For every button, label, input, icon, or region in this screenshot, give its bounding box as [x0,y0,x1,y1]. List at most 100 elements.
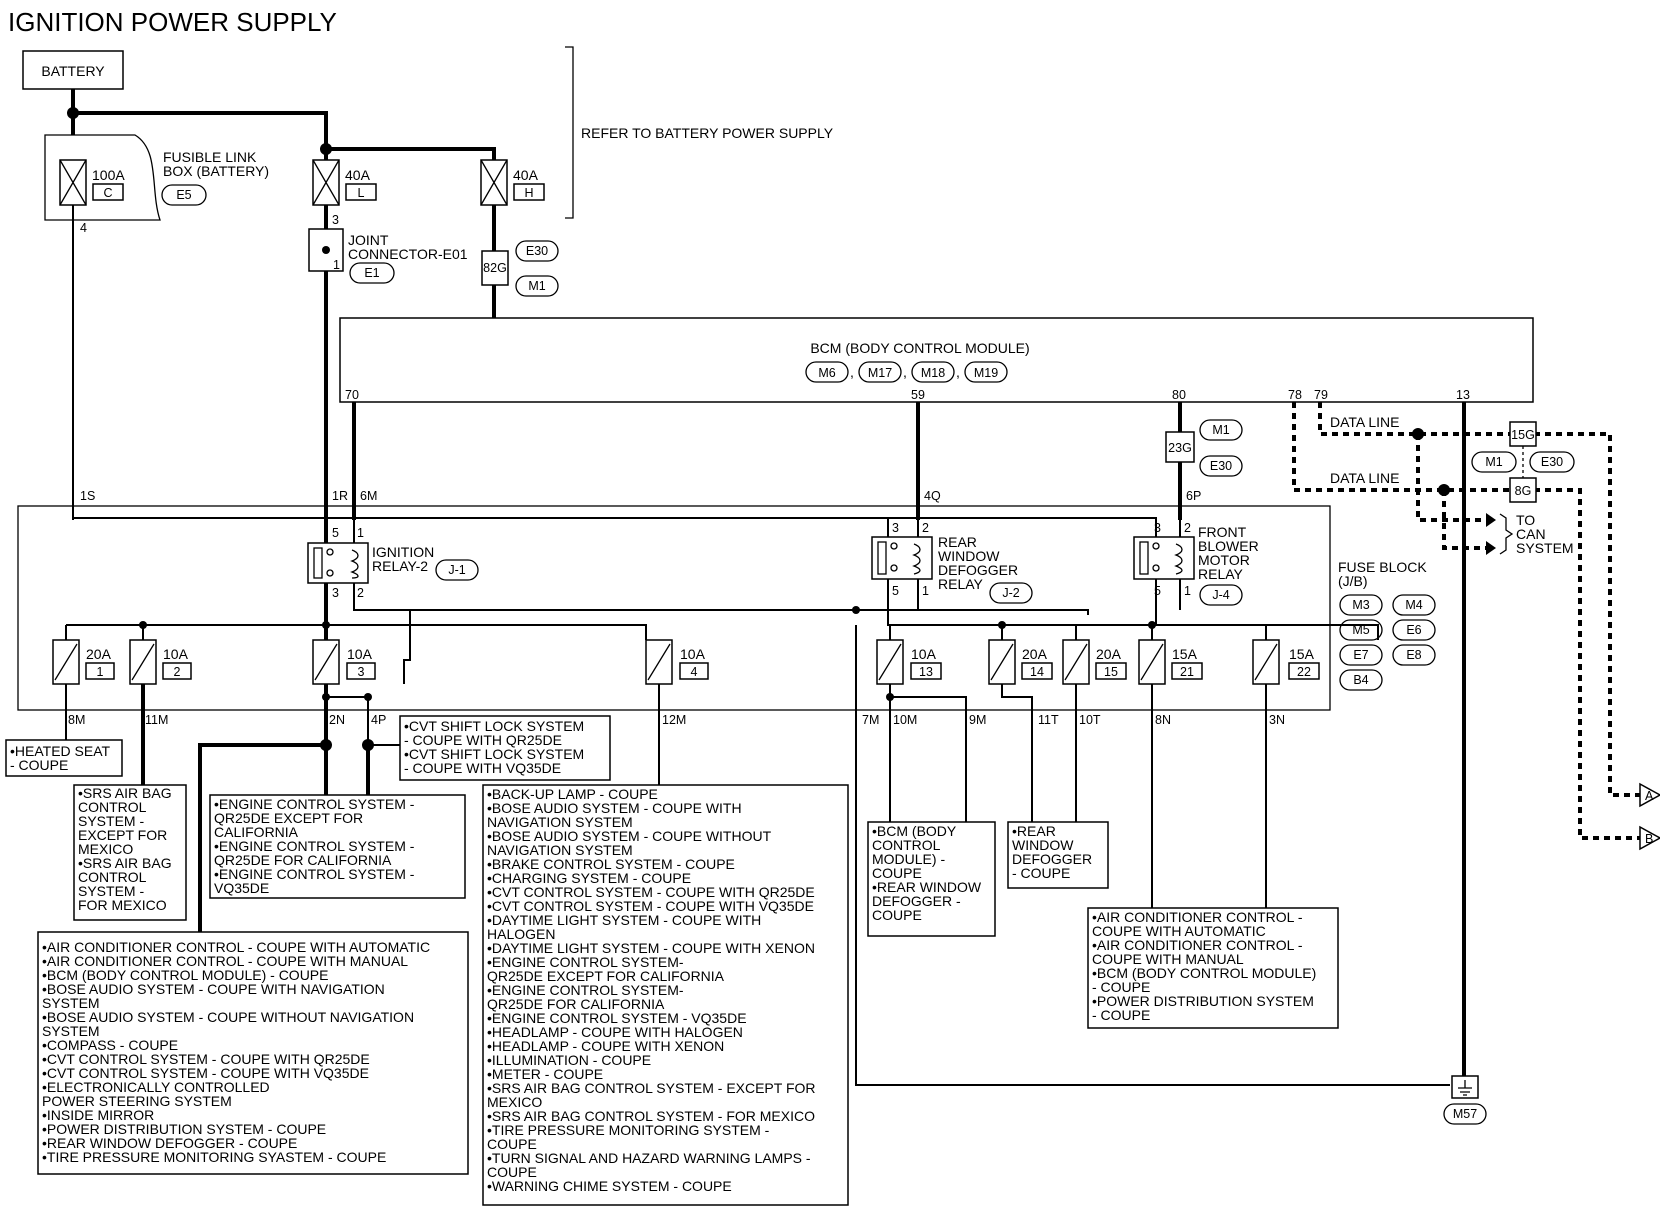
svg-text:15: 15 [1104,665,1118,679]
bcm-module [339,317,1534,403]
box-ignition-outputs-mid: •BACK-UP LAMP - COUPE •BOSE AUDIO SYSTEM… [482,784,849,1206]
diagram-title: IGNITION POWER SUPPLY [8,7,337,37]
svg-text:J-4: J-4 [1212,588,1229,602]
svg-text:10T: 10T [1079,713,1101,727]
svg-text:•HEADLAMP - COUPE WITH HALOGEN: •HEADLAMP - COUPE WITH HALOGEN [487,1024,743,1040]
svg-text:CONTROL: CONTROL [78,869,147,885]
svg-text:•ELECTRONICALLY CONTROLLED: •ELECTRONICALLY CONTROLLED [42,1079,270,1095]
svg-text:•BOSE AUDIO SYSTEM - COUPE WI: •BOSE AUDIO SYSTEM - COUPE WITH [487,800,742,816]
svg-text:REAR: REAR [938,534,977,550]
svg-text:JOINT: JOINT [348,232,389,248]
svg-text:NAVIGATION SYSTEM: NAVIGATION SYSTEM [487,842,633,858]
box-air-conditioner: •AIR CONDITIONER CONTROL - COUPE WITH AU… [1087,907,1339,1029]
bcm-connectors: M6 , M17 , M18 , M19 [805,361,1008,383]
svg-text:•BOSE AUDIO SYSTEM - COUPE WIT: •BOSE AUDIO SYSTEM - COUPE WITHOUT NAVIG… [42,1009,414,1025]
connector-e5 [161,184,207,206]
ground-symbol: M57 [1443,1075,1487,1125]
svg-text:1S: 1S [80,489,95,503]
svg-text:•COMPASS - COUPE: •COMPASS - COUPE [42,1037,178,1053]
svg-text:,: , [956,364,960,380]
svg-text:59: 59 [911,388,925,402]
svg-text:9M: 9M [969,713,986,727]
svg-text:2N: 2N [329,713,345,727]
fusible-link-box-label: FUSIBLE LINK [163,149,257,165]
svg-text:A: A [1645,789,1654,803]
svg-text:2: 2 [922,521,929,535]
fusible-link-100a: 100A C 4 [59,159,125,235]
fuse-2: 10A 2 [129,639,192,685]
svg-text:78: 78 [1288,388,1302,402]
svg-text:•REAR: •REAR [1012,823,1056,839]
svg-text:•ILLUMINATION - COUPE: •ILLUMINATION - COUPE [487,1052,651,1068]
svg-text:10A: 10A [347,646,373,662]
box-bcm-rear-window: •BCM (BODY CONTROL MODULE) - COUPE •REAR… [867,821,996,937]
svg-text:•TIRE PRESSURE MONITORING SYAS: •TIRE PRESSURE MONITORING SYASTEM - COUP… [42,1149,386,1165]
svg-text:MEXICO: MEXICO [487,1094,542,1110]
svg-text:3: 3 [1154,521,1161,535]
svg-text:L: L [358,186,365,200]
svg-text:COUPE: COUPE [487,1164,537,1180]
svg-text:E8: E8 [1406,648,1421,662]
svg-text:•HEADLAMP - COUPE WITH XENON: •HEADLAMP - COUPE WITH XENON [487,1038,724,1054]
svg-text:3: 3 [358,665,365,679]
connector-arrow-b: B [1639,825,1660,851]
svg-text:1: 1 [333,258,340,272]
svg-text:- COUPE: - COUPE [1092,1007,1150,1023]
svg-text:NAVIGATION SYSTEM: NAVIGATION SYSTEM [487,814,633,830]
svg-text:3: 3 [332,213,339,227]
svg-text:H: H [524,186,533,200]
svg-text:1: 1 [357,526,364,540]
svg-text:•BCM (BODY CONTROL MODULE): •BCM (BODY CONTROL MODULE) [1092,965,1316,981]
svg-text:•CVT CONTROL SYSTEM - COUPE WI: •CVT CONTROL SYSTEM - COUPE WITH VQ35DE [42,1065,369,1081]
svg-text:,: , [903,364,907,380]
svg-text:•WARNING CHIME SYSTEM - COUPE: •WARNING CHIME SYSTEM - COUPE [487,1178,732,1194]
svg-text:100A: 100A [92,167,125,183]
svg-text:CONNECTOR-E01: CONNECTOR-E01 [348,246,468,262]
bcm-label: BCM (BODY CONTROL MODULE) [810,340,1029,356]
svg-text:E30: E30 [1541,455,1563,469]
svg-text:•AIR CONDITIONER CONTROL -: •AIR CONDITIONER CONTROL - [1092,937,1303,953]
svg-text:RELAY: RELAY [1198,566,1244,582]
svg-text:3: 3 [892,521,899,535]
fuse-4: 10A 4 [645,639,709,685]
svg-text:15A: 15A [1289,646,1315,662]
inline-connector-82g: 82G E30 M1 1 [481,240,559,335]
splice-dot [67,107,79,119]
svg-text:13: 13 [919,665,933,679]
svg-text:•ENGINE CONTROL SYSTEM -: •ENGINE CONTROL SYSTEM - [214,796,415,812]
svg-text:COUPE: COUPE [872,865,922,881]
svg-text:DEFOGGER -: DEFOGGER - [872,893,961,909]
svg-text:BLOWER: BLOWER [1198,538,1259,554]
svg-text:•METER - COUPE: •METER - COUPE [487,1066,603,1082]
svg-text:TO: TO [1516,512,1535,528]
svg-text:RELAY: RELAY [938,576,984,592]
svg-text:SYSTEM: SYSTEM [42,995,100,1011]
fuse-13: 10A 13 [876,639,942,685]
fuse-1: 20A 1 [52,639,115,685]
svg-text:- COUPE: - COUPE [1012,865,1070,881]
svg-text:5: 5 [1154,584,1161,598]
svg-text:E30: E30 [1210,459,1232,473]
svg-text:VQ35DE: VQ35DE [214,880,269,896]
svg-text:•ENGINE CONTROL SYSTEM-: •ENGINE CONTROL SYSTEM- [487,982,684,998]
svg-text:CAN: CAN [1516,526,1546,542]
svg-text:5: 5 [892,584,899,598]
fuse-block-bottom-pins: 8M 11M 2N 4P 12M 7M 10M 9M 11T 10T 8N 3N [68,713,1285,727]
svg-text:22: 22 [1297,665,1311,679]
svg-text:8M: 8M [68,713,85,727]
fuse-21: 15A 21 [1138,639,1203,685]
svg-text:M18: M18 [921,366,945,380]
svg-text:,: , [850,364,854,380]
bcm-pins: 70 59 80 78 79 13 [345,388,1470,402]
svg-text:•SRS AIR BAG: •SRS AIR BAG [78,855,172,871]
output-wires [65,610,1267,932]
svg-text:•BOSE AUDIO SYSTEM - COUPE WIT: •BOSE AUDIO SYSTEM - COUPE WITH NAVIGATI… [42,981,385,997]
svg-text:11M: 11M [145,713,168,727]
svg-text:12M: 12M [662,713,686,727]
svg-text:2: 2 [174,665,181,679]
svg-text:E1: E1 [364,266,379,280]
svg-text:6M: 6M [360,489,377,503]
svg-text:•AIR CONDITIONER CONTROL - COU: •AIR CONDITIONER CONTROL - COUPE WITH MA… [42,953,408,969]
svg-text:8G: 8G [1515,484,1532,498]
fuse-block-connectors: M3 M4 M5 E6 E7 E8 B4 [1339,594,1436,691]
